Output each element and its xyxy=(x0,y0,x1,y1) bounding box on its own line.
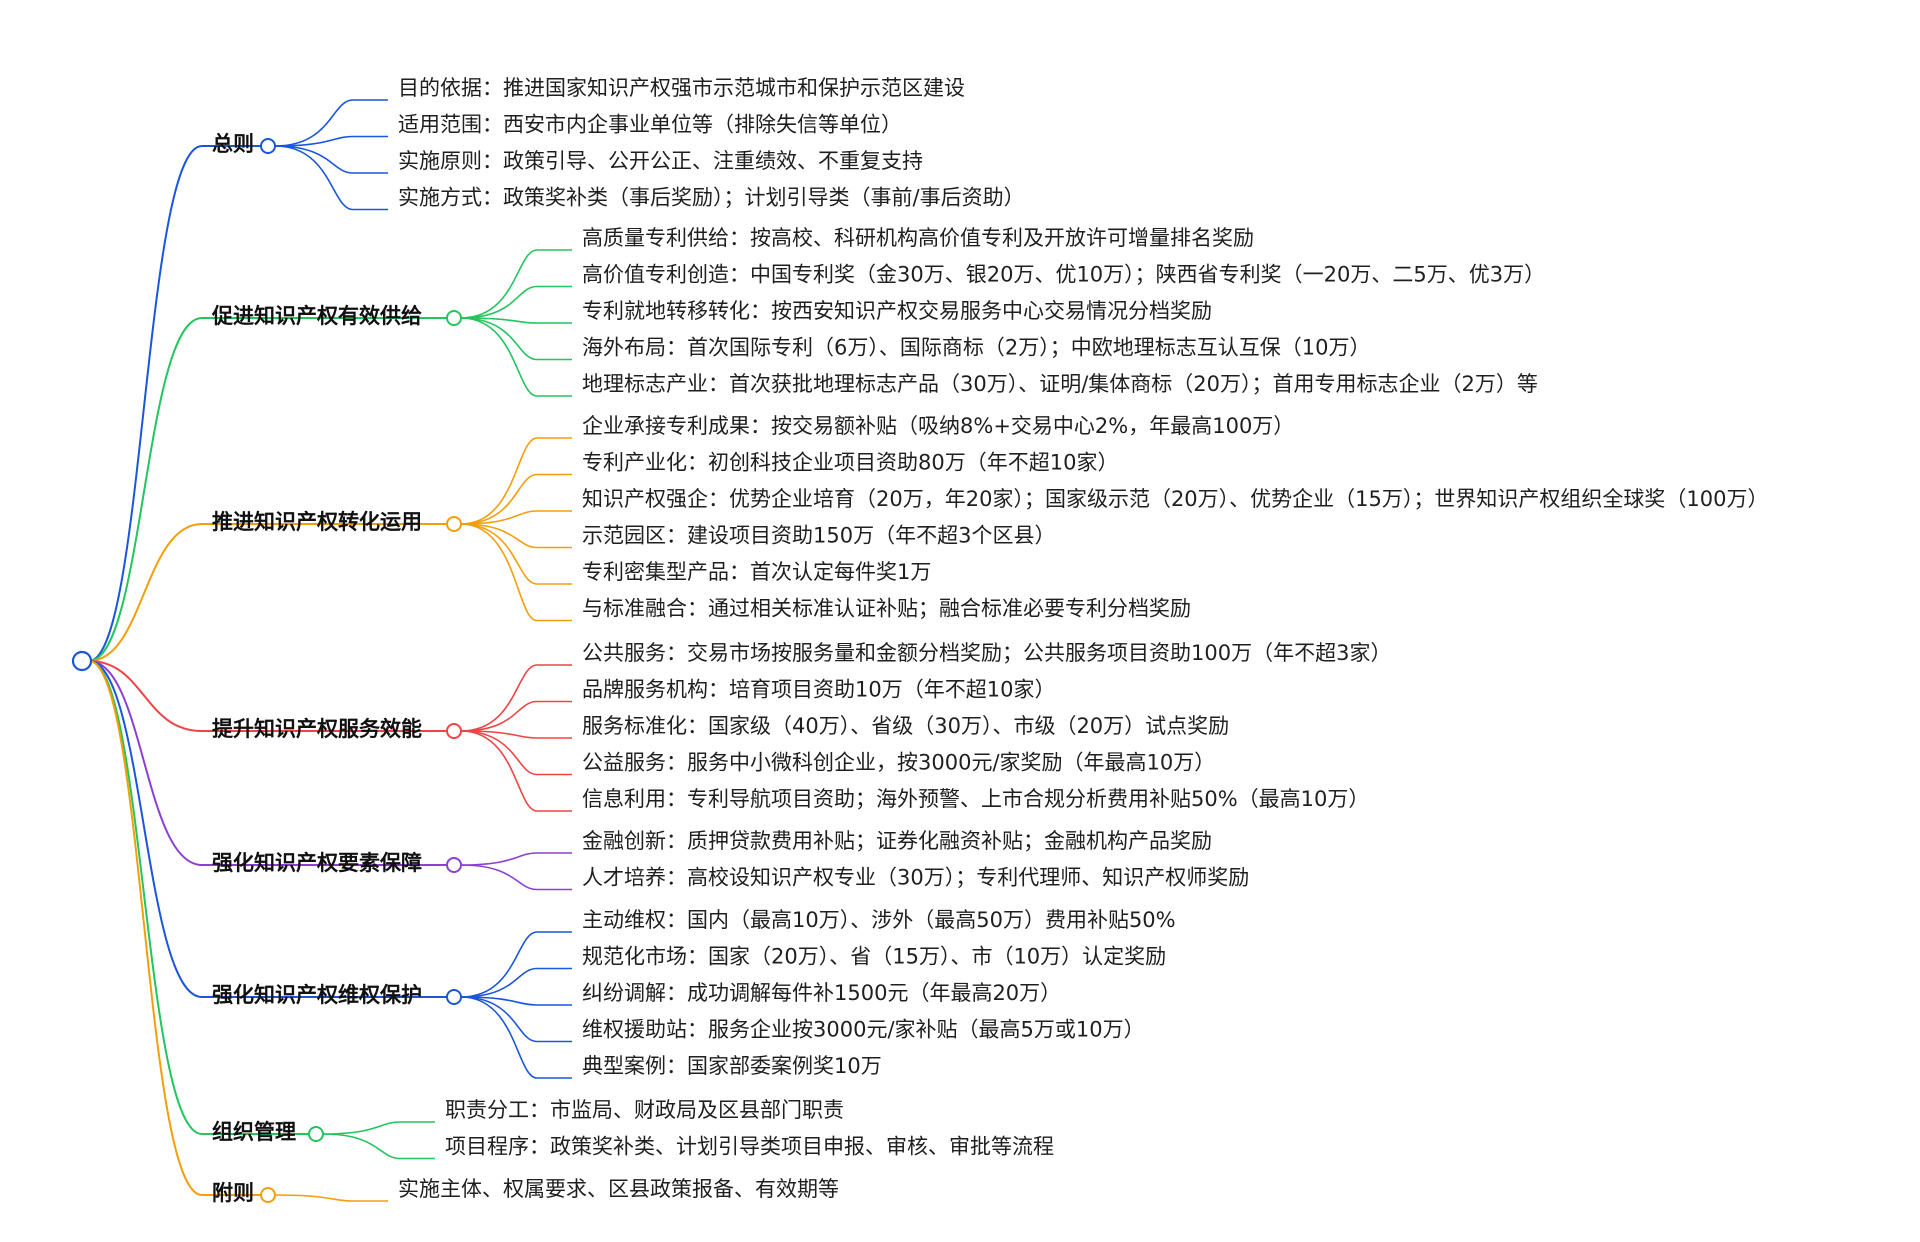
leaf-label[interactable]: 专利就地转移转化：按西安知识产权交易服务中心交易情况分档奖励 xyxy=(582,299,1212,323)
leaf-label[interactable]: 示范园区：建设项目资助150万（年不超3个区县） xyxy=(582,524,1055,548)
branch-leaf-edge xyxy=(274,135,388,147)
leaf-label[interactable]: 地理标志产业：首次获批地理标志产品（30万）、证明/集体商标（20万）；首用专用… xyxy=(582,372,1538,396)
branch-leaf-edge xyxy=(460,523,572,622)
branch-leaf-edge xyxy=(460,852,572,866)
branch-label[interactable]: 强化知识产权维权保护 xyxy=(212,983,422,1007)
branch-label[interactable]: 推进知识产权转化运用 xyxy=(212,510,422,534)
leaf-label[interactable]: 金融创新：质押贷款费用补贴；证券化融资补贴；金融机构产品奖励 xyxy=(582,829,1212,853)
branch-label[interactable]: 组织管理 xyxy=(212,1120,296,1144)
mindmap-edges xyxy=(88,99,572,1202)
branch-leaf-edge xyxy=(460,473,572,525)
branch-leaf-edge xyxy=(460,967,572,998)
branch-leaf-edge xyxy=(460,523,572,585)
branch-leaf-edge xyxy=(460,931,572,998)
branch-leaf-edge xyxy=(274,99,388,147)
leaf-label[interactable]: 公益服务：服务中小微科创企业，按3000元/家奖励（年最高10万） xyxy=(582,751,1215,775)
branch-leaf-edge xyxy=(322,1133,435,1160)
leaf-label[interactable]: 服务标准化：国家级（40万）、省级（30万）、市级（20万）试点奖励 xyxy=(582,714,1229,738)
branch-node-circle[interactable] xyxy=(446,857,462,873)
branch-node-circle[interactable] xyxy=(308,1126,324,1142)
branch-label[interactable]: 附则 xyxy=(212,1181,254,1205)
branch-leaf-edge xyxy=(460,664,572,732)
branch-node-circle[interactable] xyxy=(260,138,276,154)
branch-node-circle[interactable] xyxy=(446,723,462,739)
leaf-label[interactable]: 典型案例：国家部委案例奖10万 xyxy=(582,1054,882,1078)
mindmap-nodes: 总则 目的依据：推进国家知识产权强市示范城市和保护示范区建设适用范围：西安市内企事… xyxy=(71,76,1768,1205)
branch-leaf-edge xyxy=(460,317,572,361)
leaf-label[interactable]: 信息利用：专利导航项目资助；海外预警、上市合规分析费用补贴50%（最高10万） xyxy=(582,787,1369,811)
branch-leaf-edge xyxy=(460,700,572,732)
leaf-label[interactable]: 企业承接专利成果：按交易额补贴（吸纳8%+交易中心2%，年最高100万） xyxy=(582,414,1294,438)
leaf-label[interactable]: 实施方式：政策奖补类（事后奖励）；计划引导类（事前/事后资助） xyxy=(398,186,1025,210)
branch-leaf-edge xyxy=(460,317,572,397)
branch-node-circle[interactable] xyxy=(446,310,462,326)
branch-leaf-edge xyxy=(460,285,572,319)
branch-leaf-edge xyxy=(460,996,572,1079)
branch-leaf-edge xyxy=(460,730,572,776)
leaf-label[interactable]: 维权援助站：服务企业按3000元/家补贴（最高5万或10万） xyxy=(582,1018,1145,1042)
root-branch-edge xyxy=(88,660,447,866)
branch-leaf-edge xyxy=(460,996,572,1006)
branch-leaf-edge xyxy=(460,523,572,549)
branch-leaf-edge xyxy=(460,996,572,1043)
root-branch-edge xyxy=(88,317,447,662)
leaf-label[interactable]: 与标准融合：通过相关标准认证补贴；融合标准必要专利分档奖励 xyxy=(582,597,1191,621)
leaf-label[interactable]: 职责分工：市监局、财政局及区县部门职责 xyxy=(445,1098,844,1122)
root-branch-edge xyxy=(88,660,309,1135)
branch-leaf-edge xyxy=(274,145,388,211)
branch-leaf-edge xyxy=(460,864,572,891)
root-branch-edge xyxy=(88,660,447,732)
branch-leaf-edge xyxy=(460,249,572,319)
leaf-label[interactable]: 高质量专利供给：按高校、科研机构高价值专利及开放许可增量排名奖励 xyxy=(582,226,1254,250)
leaf-label[interactable]: 主动维权：国内（最高10万）、涉外（最高50万）费用补贴50% xyxy=(582,908,1176,932)
leaf-label[interactable]: 实施原则：政策引导、公开公正、注重绩效、不重复支持 xyxy=(398,149,923,173)
branch-label[interactable]: 总则 xyxy=(212,132,254,156)
leaf-label[interactable]: 项目程序：政策奖补类、计划引导类项目申报、审核、审批等流程 xyxy=(445,1135,1054,1159)
root-branch-edge xyxy=(88,145,261,662)
branch-leaf-edge xyxy=(460,437,572,525)
branch-node-circle[interactable] xyxy=(446,516,462,532)
branch-leaf-edge xyxy=(274,1194,388,1202)
leaf-label[interactable]: 公共服务：交易市场按服务量和金额分档奖励；公共服务项目资助100万（年不超3家） xyxy=(582,641,1391,665)
leaf-label[interactable]: 品牌服务机构：培育项目资助10万（年不超10家） xyxy=(582,678,1055,702)
root-branch-edge xyxy=(88,660,261,1196)
branch-leaf-edge xyxy=(460,730,572,812)
branch-label[interactable]: 促进知识产权有效供给 xyxy=(211,304,422,328)
leaf-label[interactable]: 适用范围：西安市内企事业单位等（排除失信等单位） xyxy=(398,113,902,137)
branch-leaf-edge xyxy=(322,1121,435,1135)
leaf-label[interactable]: 知识产权强企：优势企业培育（20万，年20家）；国家级示范（20万）、优势企业（… xyxy=(582,487,1768,511)
root-branch-edge xyxy=(88,523,447,662)
branch-leaf-edge xyxy=(274,145,388,174)
root-branch-edge xyxy=(88,660,447,998)
branch-label[interactable]: 强化知识产权要素保障 xyxy=(212,851,422,875)
leaf-label[interactable]: 人才培养：高校设知识产权专业（30万）；专利代理师、知识产权师奖励 xyxy=(582,866,1249,890)
branch-leaf-edge xyxy=(460,730,572,739)
leaf-label[interactable]: 实施主体、权属要求、区县政策报备、有效期等 xyxy=(398,1177,839,1201)
branch-label[interactable]: 提升知识产权服务效能 xyxy=(212,717,422,741)
leaf-label[interactable]: 高价值专利创造：中国专利奖（金30万、银20万、优10万）；陕西省专利奖（一20… xyxy=(582,263,1545,287)
leaf-label[interactable]: 纠纷调解：成功调解每件补1500元（年最高20万） xyxy=(582,981,1061,1005)
leaf-label[interactable]: 专利密集型产品：首次认定每件奖1万 xyxy=(582,560,931,584)
leaf-label[interactable]: 专利产业化：初创科技企业项目资助80万（年不超10家） xyxy=(582,451,1118,475)
branch-leaf-edge xyxy=(460,510,572,525)
root-node-circle[interactable] xyxy=(71,650,93,672)
leaf-label[interactable]: 规范化市场：国家（20万）、省（15万）、市（10万）认定奖励 xyxy=(582,945,1166,969)
branch-node-circle[interactable] xyxy=(446,989,462,1005)
leaf-label[interactable]: 海外布局：首次国际专利（6万）、国际商标（2万）；中欧地理标志互认互保（10万） xyxy=(582,336,1370,360)
branch-node-circle[interactable] xyxy=(260,1187,276,1203)
branch-leaf-edge xyxy=(460,317,572,324)
leaf-label[interactable]: 目的依据：推进国家知识产权强市示范城市和保护示范区建设 xyxy=(398,76,965,100)
